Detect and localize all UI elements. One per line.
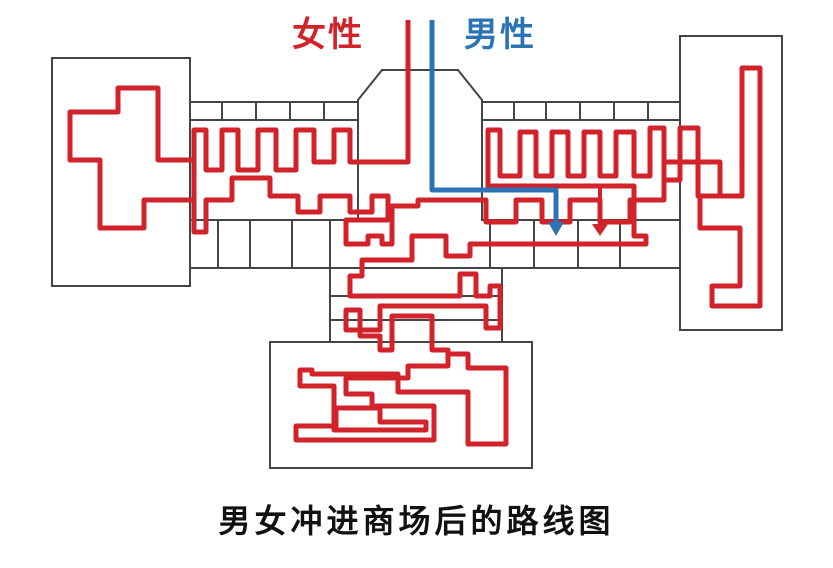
left-lower-shops (189, 219, 331, 269)
caption: 男女冲进商场后的路线图 (218, 502, 615, 540)
floor-plan (51, 35, 783, 469)
entrance-block (190, 69, 680, 103)
female-route (191, 20, 763, 447)
left-wing-room (51, 57, 191, 287)
legend-male: 男性 (464, 15, 536, 55)
legend-female: 女性 (292, 15, 364, 55)
male-arrow-head (548, 222, 564, 236)
female-route-left-wing (67, 85, 194, 231)
female-arrow-head (592, 224, 608, 236)
male-route (429, 20, 559, 226)
